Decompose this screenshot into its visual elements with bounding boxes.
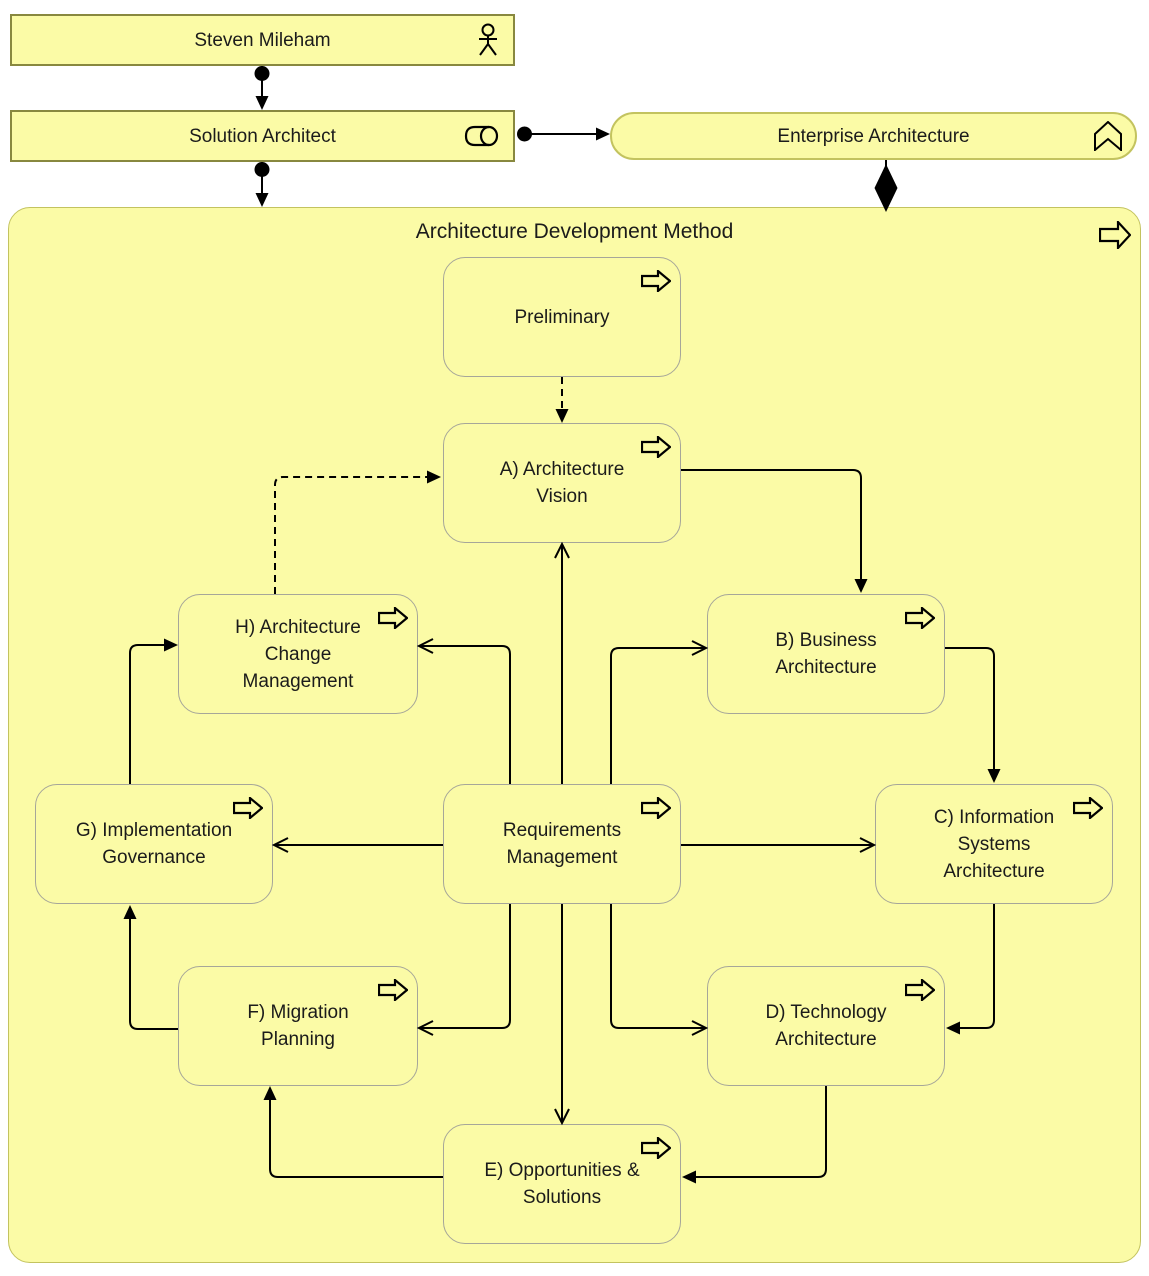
process-arrow-icon (378, 979, 408, 1001)
node-migration-planning[interactable]: F) Migration Planning (178, 966, 418, 1086)
container-title: Architecture Development Method (415, 220, 734, 243)
node-opportunities-solutions[interactable]: E) Opportunities & Solutions (443, 1124, 681, 1244)
node-label: Requirements Management (502, 820, 622, 868)
node-requirements-management[interactable]: Requirements Management (443, 784, 681, 904)
node-business-architecture[interactable]: B) Business Architecture (707, 594, 945, 714)
process-arrow-icon (641, 270, 671, 292)
process-arrow-icon (905, 607, 935, 629)
process-arrow-icon (641, 797, 671, 819)
edge-function-to-adm (874, 160, 898, 212)
role-icon (464, 125, 500, 147)
node-label: F) Migration Planning (247, 1002, 349, 1050)
node-label: C) Information Systems Architecture (933, 806, 1055, 882)
process-arrow-icon (641, 436, 671, 458)
node-information-systems-architecture[interactable]: C) Information Systems Architecture (875, 784, 1113, 904)
node-label: H) Architecture Change Management (235, 616, 361, 692)
process-arrow-icon (233, 797, 263, 819)
node-technology-architecture[interactable]: D) Technology Architecture (707, 966, 945, 1086)
actor-icon (476, 23, 500, 57)
process-arrow-icon (1073, 797, 1103, 819)
process-arrow-icon (378, 607, 408, 629)
node-enterprise-architecture[interactable]: Enterprise Architecture (610, 112, 1137, 160)
process-arrow-icon (1099, 221, 1131, 249)
node-architecture-vision[interactable]: A) Architecture Vision (443, 423, 681, 543)
node-label: Preliminary (514, 306, 610, 328)
node-label: B) Business Architecture (775, 630, 877, 678)
node-solution-architect[interactable]: Solution Architect (10, 110, 515, 162)
process-arrow-icon (905, 979, 935, 1001)
node-label: D) Technology Architecture (765, 1002, 887, 1050)
node-label: A) Architecture Vision (499, 459, 625, 507)
process-arrow-icon (641, 1137, 671, 1159)
node-label: G) Implementation Governance (75, 820, 233, 868)
node-label: Enterprise Architecture (777, 125, 970, 147)
node-label: Steven Mileham (194, 29, 331, 51)
node-label: E) Opportunities & Solutions (484, 1160, 640, 1208)
node-preliminary[interactable]: Preliminary (443, 257, 681, 377)
edge-person-to-role (254, 66, 270, 110)
node-steven-mileham[interactable]: Steven Mileham (10, 14, 515, 66)
function-icon (1094, 121, 1122, 151)
node-implementation-governance[interactable]: G) Implementation Governance (35, 784, 273, 904)
edge-role-to-function (517, 126, 610, 142)
edge-role-to-adm (254, 162, 270, 207)
node-label: Solution Architect (189, 125, 336, 147)
node-architecture-change-management[interactable]: H) Architecture Change Management (178, 594, 418, 714)
